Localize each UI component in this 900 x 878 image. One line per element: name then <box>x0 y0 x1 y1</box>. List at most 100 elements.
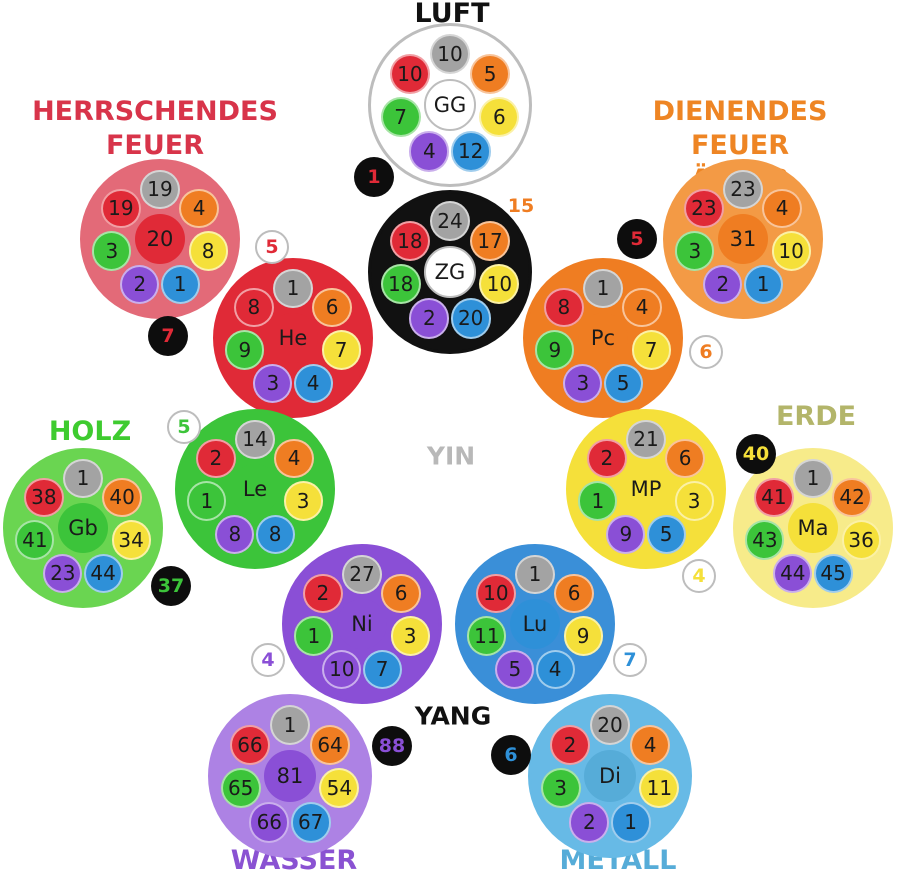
value-le-top: 14 <box>235 419 275 459</box>
value-gg-bl: 4 <box>409 131 450 172</box>
value-pc-l: 9 <box>535 330 575 370</box>
value-mp-tr: 6 <box>665 438 705 479</box>
value-gb-tr: 40 <box>102 477 142 518</box>
badge-1: 1 <box>354 157 394 197</box>
value-zg-tl: 18 <box>389 220 431 261</box>
value-ni-top: 27 <box>342 554 382 594</box>
center-feuer-h: 20 <box>134 213 186 265</box>
badge-7: 7 <box>148 316 188 356</box>
value-feuer-d-br: 1 <box>743 264 783 304</box>
value-feuer-d-top: 23 <box>723 169 763 209</box>
center-zg: ZG <box>424 246 476 298</box>
value-feuer-h-bl: 2 <box>120 264 160 304</box>
badge-4-mp: 4 <box>682 559 716 593</box>
value-le-tr: 4 <box>274 438 314 479</box>
value-ma-r: 36 <box>841 520 881 560</box>
value-lu-bl: 5 <box>495 649 535 689</box>
value-he-l: 9 <box>225 330 265 370</box>
value-zg-tr: 17 <box>469 220 511 261</box>
value-gg-tl: 10 <box>389 53 431 94</box>
value-le-l: 1 <box>187 481 227 521</box>
value-di-top: 20 <box>589 705 631 746</box>
value-ni-tr: 6 <box>381 573 421 614</box>
value-pc-tr: 4 <box>622 287 662 328</box>
center-gg: GG <box>424 79 476 131</box>
value-lu-tr: 6 <box>554 573 594 614</box>
value-ni-l: 1 <box>294 616 334 656</box>
value-feuer-d-bl: 2 <box>703 264 743 304</box>
center-gb: Gb <box>57 502 109 554</box>
value-mp-bl: 9 <box>606 514 646 554</box>
value-gb-r: 34 <box>111 520 151 560</box>
value-pc-br: 5 <box>603 363 643 403</box>
value-zg-br: 20 <box>450 298 491 339</box>
value-zg-r: 10 <box>479 264 520 305</box>
value-ni-tl: 2 <box>303 573 343 614</box>
value-wasser-g-top: 1 <box>269 705 311 746</box>
value-di-r: 11 <box>639 768 680 809</box>
badge-5-le: 5 <box>167 410 201 444</box>
badge-6: 6 <box>689 335 723 369</box>
badge-6-di: 6 <box>491 735 531 775</box>
value-feuer-h-top: 19 <box>140 169 180 209</box>
value-le-br: 8 <box>255 514 295 554</box>
value-gb-bl: 23 <box>43 553 83 593</box>
value-ni-br: 7 <box>362 649 402 689</box>
value-zg-bl: 2 <box>409 298 450 339</box>
badge-15: 15 <box>507 195 535 217</box>
value-wasser-g-r: 54 <box>319 768 360 809</box>
value-feuer-d-l: 3 <box>675 231 715 271</box>
value-wasser-g-bl: 66 <box>249 802 290 843</box>
value-lu-l: 11 <box>467 616 507 656</box>
value-ma-tr: 42 <box>832 477 872 518</box>
value-wasser-g-tl: 66 <box>229 724 271 765</box>
badge-4-ni: 4 <box>251 643 285 677</box>
badge-37: 37 <box>151 566 191 606</box>
value-di-l: 3 <box>540 768 581 809</box>
center-le: Le <box>229 463 281 515</box>
value-le-bl: 8 <box>215 514 255 554</box>
value-ma-tl: 41 <box>754 477 794 518</box>
value-ma-top: 1 <box>793 458 833 498</box>
center-lu: Lu <box>509 598 561 650</box>
center-mp: MP <box>620 463 672 515</box>
value-pc-bl: 3 <box>563 363 603 403</box>
value-he-r: 7 <box>321 330 361 370</box>
value-ma-l: 43 <box>745 520 785 560</box>
value-feuer-h-r: 8 <box>188 231 228 271</box>
value-he-tl: 8 <box>234 287 274 328</box>
value-gb-br: 44 <box>83 553 123 593</box>
center-pc: Pc <box>577 312 629 364</box>
value-he-top: 1 <box>273 268 313 308</box>
value-pc-tl: 8 <box>544 287 584 328</box>
value-feuer-h-tr: 4 <box>179 188 219 229</box>
value-he-bl: 3 <box>253 363 293 403</box>
value-mp-br: 5 <box>646 514 686 554</box>
value-lu-r: 9 <box>563 616 603 656</box>
center-ni: Ni <box>336 598 388 650</box>
value-di-tr: 4 <box>629 724 671 765</box>
badge-5-feuer: 5 <box>617 219 657 259</box>
yin-label: YIN <box>426 441 476 471</box>
center-feuer-d: 31 <box>717 213 769 265</box>
badge-5-he: 5 <box>255 230 289 264</box>
yang-label: YANG <box>414 701 492 731</box>
value-gg-l: 7 <box>380 97 421 138</box>
value-ma-br: 45 <box>813 553 853 593</box>
badge-7-lu: 7 <box>613 643 647 677</box>
value-pc-r: 7 <box>631 330 671 370</box>
value-feuer-h-br: 1 <box>160 264 200 304</box>
value-gb-tl: 38 <box>24 477 64 518</box>
value-gb-l: 41 <box>15 520 55 560</box>
value-ni-bl: 10 <box>322 649 362 689</box>
value-feuer-d-tl: 23 <box>684 188 724 229</box>
value-le-r: 3 <box>283 481 323 521</box>
value-lu-top: 1 <box>515 554 555 594</box>
badge-40: 40 <box>736 434 776 474</box>
value-zg-top: 24 <box>429 201 471 242</box>
value-wasser-g-l: 65 <box>220 768 261 809</box>
value-lu-tl: 10 <box>476 573 516 614</box>
value-gg-tr: 5 <box>469 53 511 94</box>
element-label-herrschendes-feuer: HERRSCHENDES FEUER <box>32 96 278 161</box>
